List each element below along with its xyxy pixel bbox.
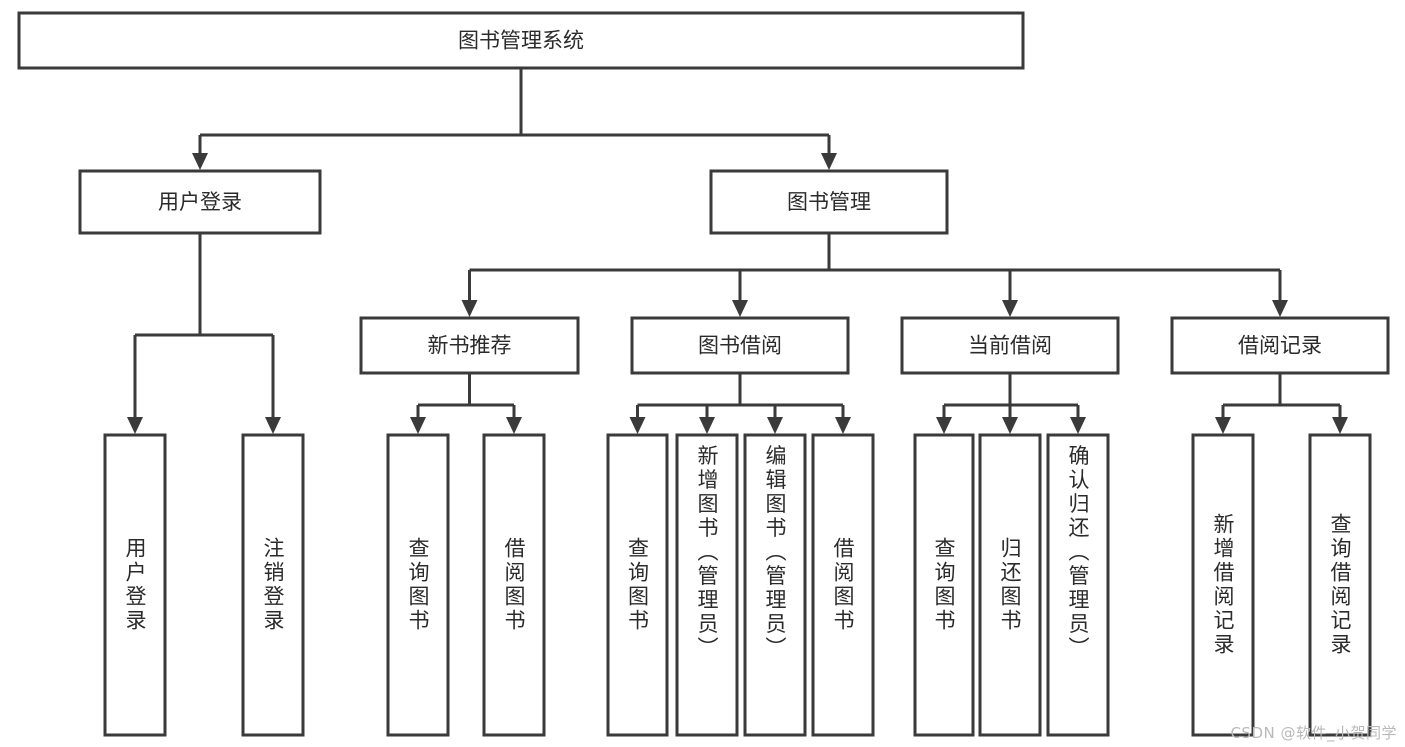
- arrow-head-icon: [936, 417, 952, 434]
- node-label-user-logout: 注销登录: [264, 537, 285, 633]
- node-box-book-management: [709, 169, 949, 235]
- node-box-user-login-do: [103, 433, 167, 737]
- node-borrow-record[interactable]: 借阅记录: [1170, 316, 1390, 375]
- node-label-root: 图书管理系统: [458, 29, 584, 53]
- arrow-head-icon: [1070, 417, 1086, 434]
- node-label-user-login: 用户登录: [158, 190, 242, 214]
- arrow-head-icon: [821, 153, 837, 170]
- node-user-login[interactable]: 用户登录: [78, 169, 322, 235]
- node-label-record-query: 查询借阅记录: [1331, 513, 1352, 657]
- node-new-book-recommend[interactable]: 新书推荐: [359, 316, 580, 375]
- node-label-borrow-add-book: 新增图书︵管理员︶: [698, 444, 719, 660]
- node-box-record-add: [1191, 433, 1255, 737]
- arrow-head-icon: [410, 417, 426, 434]
- node-label-current-query-book: 查询图书: [935, 537, 956, 633]
- node-box-record-query: [1308, 433, 1372, 737]
- node-user-login-do[interactable]: 用户登录: [103, 433, 167, 737]
- node-borrow-add-book[interactable]: 新增图书︵管理员︶: [675, 433, 739, 737]
- node-box-borrow-record: [1170, 316, 1390, 375]
- node-label-user-login-do: 用户登录: [126, 537, 147, 633]
- arrow-head-icon: [1215, 417, 1231, 434]
- node-label-borrow-edit-book: 编辑图书︵管理员︶: [766, 444, 787, 660]
- node-box-recommend-borrow-book: [482, 433, 546, 737]
- node-label-current-confirm-return: 确认归还︵管理员︶: [1069, 444, 1090, 660]
- arrow-head-icon: [1332, 417, 1348, 434]
- node-label-borrow-borrow-book: 借阅图书: [834, 537, 855, 633]
- arrow-head-icon: [265, 417, 281, 434]
- arrow-head-icon: [461, 300, 478, 317]
- arrow-head-icon: [732, 300, 748, 317]
- node-user-logout[interactable]: 注销登录: [241, 433, 305, 737]
- node-box-recommend-query-book: [386, 433, 450, 737]
- node-box-borrow-query-book: [606, 433, 669, 737]
- node-box-new-book-recommend: [359, 316, 580, 375]
- node-current-borrow[interactable]: 当前借阅: [900, 316, 1120, 375]
- node-record-query[interactable]: 查询借阅记录: [1308, 433, 1372, 737]
- node-label-record-add: 新增借阅记录: [1214, 513, 1235, 657]
- node-label-book-borrow: 图书借阅: [698, 334, 782, 358]
- node-current-return-book[interactable]: 归还图书: [978, 433, 1042, 737]
- node-book-management[interactable]: 图书管理: [709, 169, 949, 235]
- node-label-new-book-recommend: 新书推荐: [428, 334, 512, 358]
- node-box-current-return-book: [978, 433, 1042, 737]
- node-root[interactable]: 图书管理系统: [17, 11, 1025, 70]
- node-label-recommend-query-book: 查询图书: [409, 537, 430, 633]
- arrow-head-icon: [1272, 300, 1288, 317]
- arrow-head-icon: [767, 417, 783, 434]
- node-box-user-login: [78, 169, 322, 235]
- node-box-borrow-edit-book: [743, 433, 807, 737]
- connector-layer: [127, 68, 1348, 434]
- node-box-borrow-add-book: [675, 433, 739, 737]
- node-layer: 图书管理系统用户登录用户登录注销登录图书管理新书推荐查询图书借阅图书图书借阅查询…: [17, 11, 1390, 737]
- node-recommend-borrow-book[interactable]: 借阅图书: [482, 433, 546, 737]
- arrow-head-icon: [192, 153, 208, 170]
- node-borrow-query-book[interactable]: 查询图书: [606, 433, 669, 737]
- node-box-current-query-book: [913, 433, 975, 737]
- node-box-current-confirm-return: [1046, 433, 1110, 737]
- node-label-recommend-borrow-book: 借阅图书: [505, 537, 526, 633]
- node-label-current-return-book: 归还图书: [1001, 537, 1022, 633]
- arrow-head-icon: [629, 417, 646, 434]
- node-label-borrow-record: 借阅记录: [1238, 334, 1322, 358]
- node-box-user-logout: [241, 433, 305, 737]
- node-record-add[interactable]: 新增借阅记录: [1191, 433, 1255, 737]
- node-label-book-management: 图书管理: [787, 190, 871, 214]
- arrow-head-icon: [1002, 300, 1018, 317]
- node-current-query-book[interactable]: 查询图书: [913, 433, 975, 737]
- watermark-text: CSDN @软件_小贺同学: [1230, 724, 1397, 742]
- node-box-current-borrow: [900, 316, 1120, 375]
- node-box-borrow-borrow-book: [811, 433, 875, 737]
- node-book-borrow[interactable]: 图书借阅: [630, 316, 850, 375]
- node-box-root: [17, 11, 1025, 70]
- node-label-current-borrow: 当前借阅: [968, 334, 1052, 358]
- arrow-head-icon: [1002, 417, 1018, 434]
- arrow-head-icon: [835, 417, 851, 434]
- arrow-head-icon: [506, 417, 522, 434]
- arrow-head-icon: [127, 417, 143, 434]
- node-recommend-query-book[interactable]: 查询图书: [386, 433, 450, 737]
- node-box-book-borrow: [630, 316, 850, 375]
- node-current-confirm-return[interactable]: 确认归还︵管理员︶: [1046, 433, 1110, 737]
- arrow-head-icon: [699, 417, 715, 434]
- node-label-borrow-query-book: 查询图书: [628, 537, 649, 633]
- node-borrow-borrow-book[interactable]: 借阅图书: [811, 433, 875, 737]
- node-borrow-edit-book[interactable]: 编辑图书︵管理员︶: [743, 433, 807, 737]
